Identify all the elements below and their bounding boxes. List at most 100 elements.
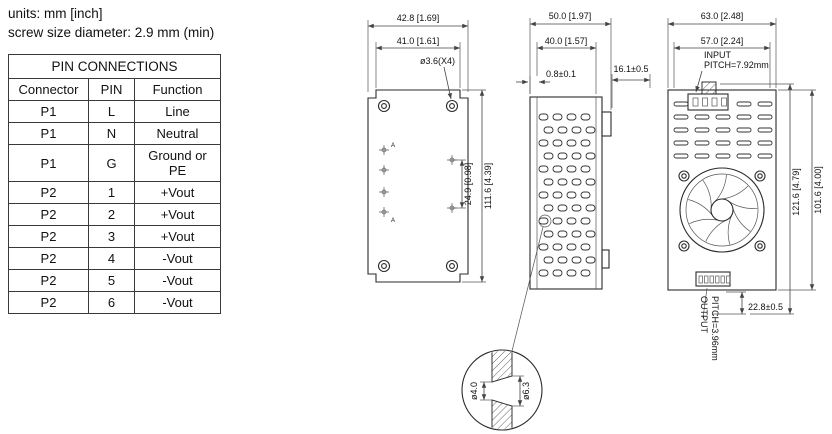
vent-hole	[543, 256, 554, 264]
fan-blade	[714, 174, 727, 202]
fan-blade	[727, 215, 732, 245]
output-label: OUTPUT	[699, 296, 709, 334]
vent-slot	[673, 101, 689, 107]
vent-hole	[580, 139, 591, 147]
fan-blade	[705, 220, 726, 242]
fan-screw-holes	[678, 170, 766, 252]
vent-slot	[715, 140, 731, 146]
vent-slot	[673, 127, 689, 133]
pin-connections-table: PIN CONNECTIONS Connector PIN Function P…	[8, 54, 221, 314]
vent-slot-array	[673, 101, 773, 159]
datum-label: A	[391, 143, 395, 149]
input-pitch-label: PITCH=7.92mm	[704, 60, 769, 70]
dim-mounting-width-outer: 42.8 [1.69]	[397, 13, 440, 23]
fan	[679, 167, 765, 253]
dim-mounting-width-inner: 41.0 [1.61]	[397, 36, 440, 46]
vent-hole	[557, 126, 568, 134]
vent-slot	[736, 153, 752, 159]
vent-hole	[557, 152, 568, 160]
vent-hole	[566, 269, 577, 277]
vent-slot	[736, 140, 752, 146]
vent-hole	[543, 152, 554, 160]
cell-function: Line	[134, 100, 221, 123]
vent-hole	[552, 217, 563, 225]
output-connector	[695, 271, 731, 287]
vent-hole	[585, 204, 596, 212]
fan-blades	[688, 174, 758, 245]
vent-slot	[757, 153, 773, 159]
vent-hole	[571, 178, 582, 186]
vent-hole	[538, 139, 549, 147]
vent-slot	[673, 153, 689, 159]
cell-function: +Vout	[134, 181, 221, 204]
vent-hole	[580, 165, 591, 173]
vent-hole	[585, 178, 596, 186]
vent-hole	[552, 191, 563, 199]
cell-function: -Vout	[134, 247, 221, 270]
fan-blade	[728, 201, 758, 209]
dim-depth: 50.0 [1.97]	[549, 11, 592, 21]
vent-hole	[571, 126, 582, 134]
fan-blade	[721, 185, 749, 200]
dim-bottom-offset: 22.8±0.5	[748, 302, 783, 312]
datum-target-marks: A A	[379, 143, 457, 224]
fan-blade	[702, 180, 712, 209]
input-connector-side	[601, 111, 612, 137]
vent-hole	[557, 204, 568, 212]
vent-hole	[552, 165, 563, 173]
vent-hole-array	[538, 113, 596, 277]
dim-hole-small: ø4.0	[469, 382, 479, 400]
vent-hole	[571, 152, 582, 160]
col-header-function: Function	[134, 78, 221, 101]
vent-hole	[552, 139, 563, 147]
vent-slot	[736, 114, 752, 120]
detail-callout-circle	[538, 214, 552, 228]
cell-function: Ground or PE	[134, 144, 221, 182]
cell-function: +Vout	[134, 203, 221, 226]
dim-height-body: 101.6 [4.00]	[813, 166, 823, 214]
bottom-view: A A 42.8 [1.69] 41.0 [1.61] ø3.6(X4) 24.…	[367, 13, 493, 283]
input-label: INPUT	[704, 50, 732, 60]
fan-blade	[732, 207, 751, 232]
vent-slot	[715, 114, 731, 120]
table-title-row: PIN CONNECTIONS	[8, 54, 221, 79]
vent-slot	[673, 114, 689, 120]
vent-hole	[557, 230, 568, 238]
vent-hole	[552, 269, 563, 277]
vent-hole	[543, 126, 554, 134]
dim-hole-spacing: 24.9 [0.98]	[463, 163, 473, 206]
hole-cross-section	[491, 351, 513, 429]
vent-slot	[757, 127, 773, 133]
vent-hole	[543, 230, 554, 238]
cell-connector: P1	[8, 144, 89, 182]
vent-slot	[736, 127, 752, 133]
vent-hole	[538, 243, 549, 251]
vent-hole	[566, 191, 577, 199]
dim-offset: 16.1±0.5	[614, 64, 649, 74]
vent-hole	[557, 178, 568, 186]
output-pitch-label: PITCH=3.96mm	[710, 296, 720, 361]
vent-hole	[571, 204, 582, 212]
dim-mounting-hole-diameter: ø3.6(X4)	[420, 56, 455, 66]
vent-slot	[694, 153, 710, 159]
vent-slot	[694, 114, 710, 120]
cell-function: -Vout	[134, 291, 221, 314]
vent-slot	[715, 127, 731, 133]
vent-hole	[538, 165, 549, 173]
vent-slot	[694, 127, 710, 133]
dim-vent-width: 40.0 [1.57]	[545, 36, 588, 46]
vent-hole	[571, 230, 582, 238]
vent-hole	[580, 269, 591, 277]
vent-hole	[566, 243, 577, 251]
output-label-group: OUTPUT PITCH=3.96mm	[699, 296, 720, 361]
vent-hole	[585, 126, 596, 134]
vent-hole	[580, 113, 591, 121]
vent-hole	[538, 191, 549, 199]
vent-hole	[543, 204, 554, 212]
table-header-row: Connector PIN Function	[8, 78, 221, 101]
top-view: INPUT PITCH=7.92mm 63.0 [2.48] 57.0 [2.2…	[667, 11, 823, 361]
